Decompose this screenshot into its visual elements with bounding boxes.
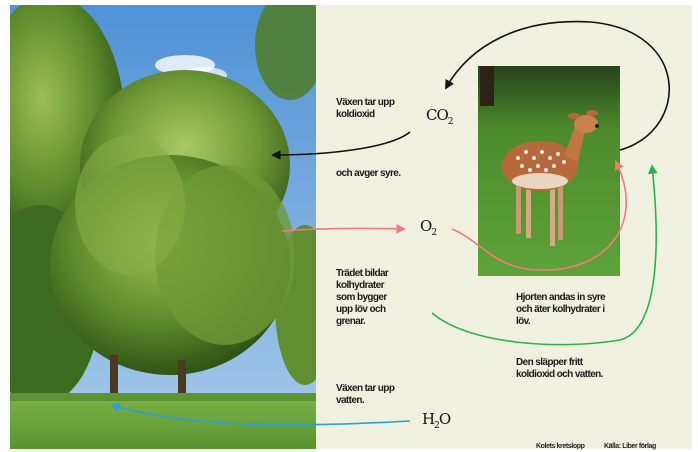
chem-o2: O2 [420,217,436,238]
tree-crown [75,135,185,275]
chem-h2o: H2O [422,410,450,431]
grass-shadow [10,393,316,401]
tree-trunk-bg [480,66,494,106]
deer-leg [516,184,521,234]
deer-leg [550,184,555,246]
chem-co2-main: CO [426,106,448,124]
label-tree-builds-carbohydrates: Trädet bildar kolhydrater som bygger upp… [336,268,402,328]
deer-nose [595,124,599,128]
grass [10,393,316,449]
chem-h2o-end: O [439,410,450,428]
deer-ear [586,110,598,116]
chem-o2-sub: 2 [431,228,436,238]
chem-h2o-main: H [422,410,434,428]
label-tree-gives-o2: och avger syre. [336,168,406,180]
deer-illustration [478,66,620,276]
footer-source: Källa: Liber förlag [604,443,656,450]
label-deer-breathes: Hjorten andas in syre och äter kolhydrat… [516,292,616,328]
chem-co2-sub: 2 [448,117,453,127]
deer-belly [512,173,568,189]
deer-ear [568,113,580,119]
chem-o2-main: O [420,217,431,235]
deer-photo [478,66,620,276]
footer-title: Kolets kretslopp [536,443,584,450]
tree-illustration [10,5,316,449]
tree-photo [10,5,316,449]
deer-leg [558,182,563,240]
deer-leg [526,186,531,238]
chem-co2: CO2 [426,106,453,127]
label-tree-takes-co2: Växen tar upp koldioxid [336,97,426,121]
label-tree-takes-water: Växen tar upp vatten. [336,383,400,407]
label-deer-releases: Den släpper fritt koldioxid och vatten. [516,357,612,381]
